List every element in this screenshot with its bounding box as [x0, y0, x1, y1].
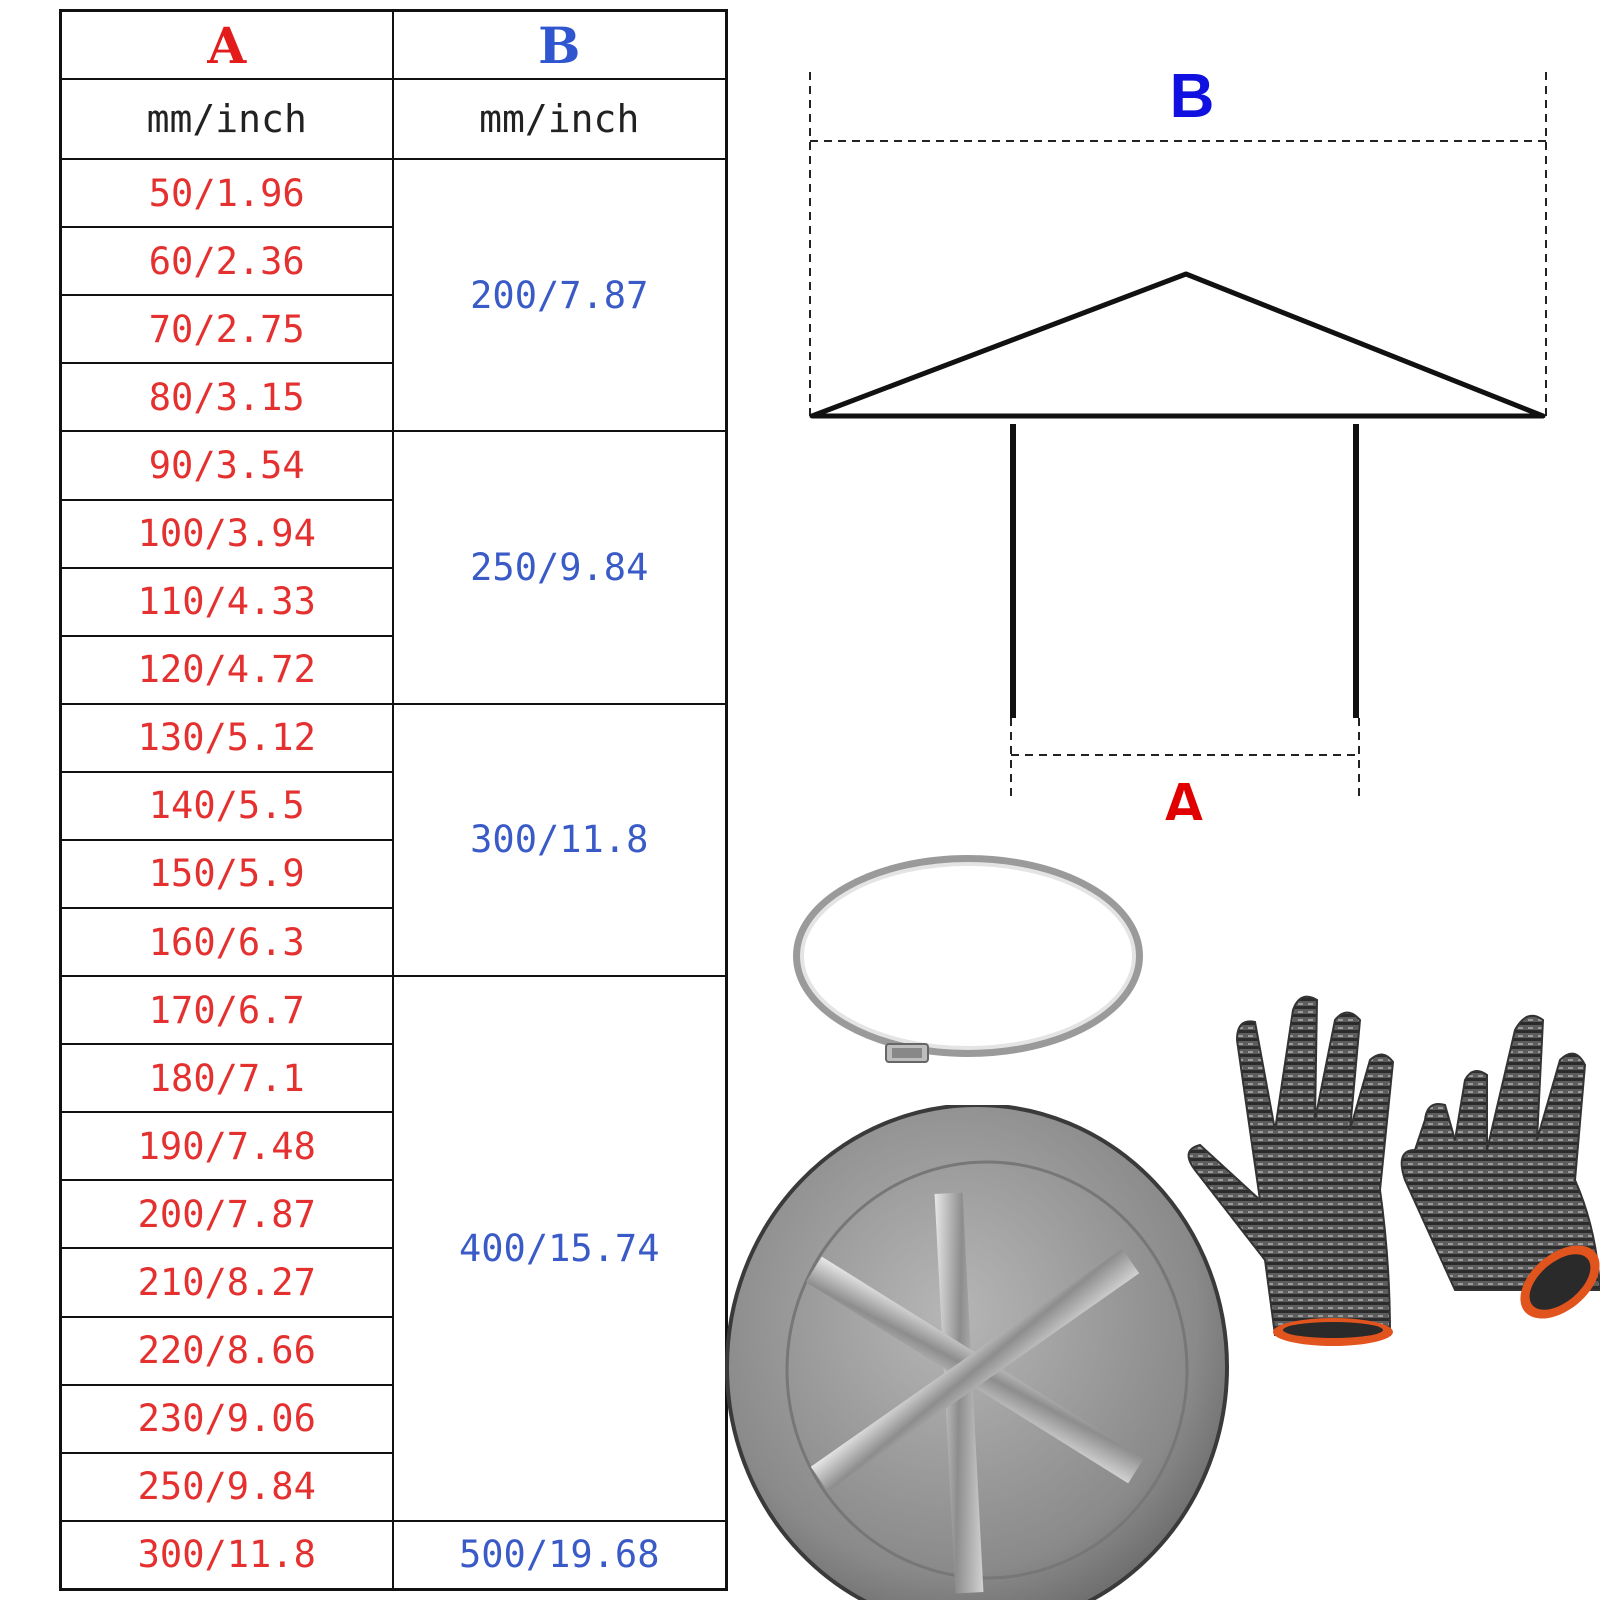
a-size-cell: 100/3.94: [59, 498, 394, 569]
table-row: 200/7.87: [59, 1179, 727, 1250]
a-size-cell: 230/9.06: [59, 1383, 394, 1454]
a-size-cell: 50/1.96: [59, 158, 394, 229]
header-b: B: [391, 9, 728, 81]
b-size-cell: 300/11.8: [391, 702, 728, 978]
a-size-cell: 210/8.27: [59, 1247, 394, 1318]
a-size-cell: 120/4.72: [59, 634, 394, 705]
table-row: 100/3.94: [59, 498, 727, 569]
gloves-photo: [1187, 995, 1600, 1346]
table-row: 210/8.27: [59, 1247, 727, 1318]
b-size-cell: 400/15.74: [391, 975, 728, 1522]
clamp-screw: [892, 1048, 922, 1058]
diagram-label-a: A: [1162, 771, 1207, 820]
hose-clamp-photo: [793, 855, 1143, 1063]
table-row: 220/8.66: [59, 1315, 727, 1386]
rain-cap-underside-photo: [725, 1105, 1229, 1600]
header-a: A: [59, 9, 394, 81]
table-row: 120/4.72: [59, 634, 727, 705]
a-size-cell: 130/5.12: [59, 702, 394, 773]
a-size-cell: 150/5.9: [59, 838, 394, 910]
b-size-cell: 250/9.84: [391, 430, 728, 705]
a-size-cell: 110/4.33: [59, 566, 394, 637]
header-row-units: mm/inch mm/inch: [59, 78, 728, 161]
a-size-cell: 250/9.84: [59, 1451, 394, 1522]
b-size-cell: 200/7.87: [391, 158, 728, 433]
table-row: 140/5.5: [59, 770, 727, 841]
a-size-cell: 80/3.15: [59, 362, 394, 433]
header-row-letters: A B: [59, 9, 728, 81]
clamp-band-outer: [793, 855, 1143, 1057]
a-size-cell: 190/7.48: [59, 1111, 394, 1182]
a-size-cell: 70/2.75: [59, 294, 394, 365]
rain-cap-diagram: B A: [809, 62, 1547, 820]
cap-cone: [809, 271, 1546, 419]
diagram-label-b: B: [1170, 62, 1215, 131]
a-size-cell: 60/2.36: [59, 226, 394, 297]
glove-right: [1400, 1014, 1600, 1319]
table-row: 180/7.1: [59, 1043, 727, 1114]
a-size-cell: 170/6.7: [59, 975, 394, 1046]
table-row: 190/7.48: [59, 1111, 727, 1182]
a-size-cell: 200/7.87: [59, 1179, 394, 1250]
table-row: 80/3.15: [59, 362, 727, 433]
a-size-cell: 220/8.66: [59, 1315, 394, 1386]
table-row: 60/2.36: [59, 226, 727, 297]
a-size-cell: 300/11.8: [59, 1519, 394, 1591]
table-row: 250/9.84: [59, 1451, 727, 1522]
a-size-cell: 180/7.1: [59, 1043, 394, 1114]
table-row: 160/6.3: [59, 907, 727, 978]
a-size-cell: 90/3.54: [59, 430, 394, 501]
glove-left: [1187, 995, 1395, 1346]
cap-inner-ring: [785, 1160, 1189, 1580]
table-row: 70/2.75: [59, 294, 727, 365]
support-bar-diagonal-2: [810, 1248, 1140, 1492]
a-size-cell: 160/6.3: [59, 907, 394, 978]
clamp-band-inner: [800, 862, 1136, 1050]
table-row: 110/4.33: [59, 566, 727, 637]
unit-b: mm/inch: [391, 78, 728, 161]
table-row: 230/9.06: [59, 1383, 727, 1454]
b-size-cell: 500/19.68: [391, 1519, 728, 1591]
table-row: 150/5.9: [59, 838, 727, 910]
a-size-cell: 140/5.5: [59, 770, 394, 841]
unit-a: mm/inch: [59, 78, 394, 161]
